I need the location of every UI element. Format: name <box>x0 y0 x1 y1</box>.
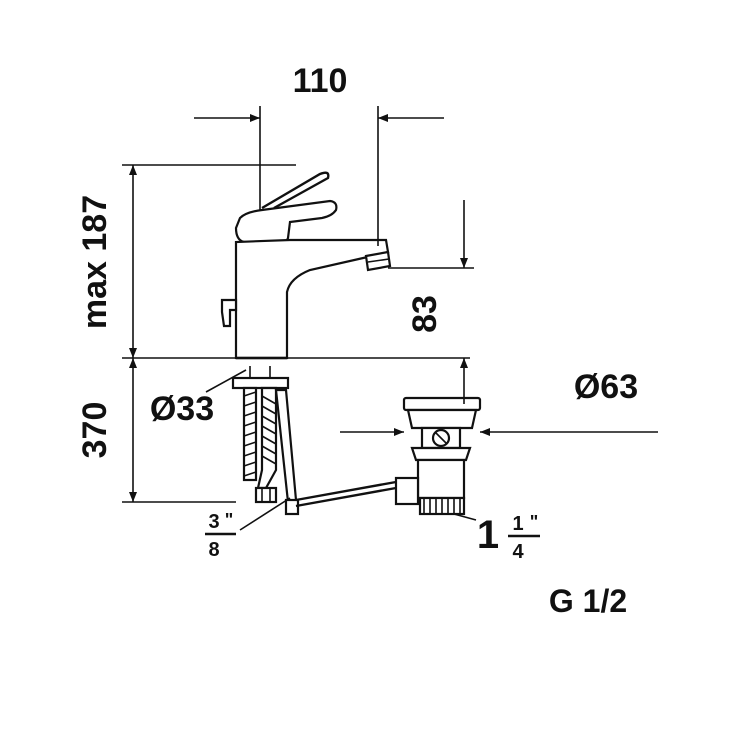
waste-flange <box>406 408 478 430</box>
fraction-3-8-numerator: 3 <box>208 511 219 533</box>
waste-fitting <box>394 396 482 521</box>
hose-thread-fraction: 3 " 8 <box>205 510 236 561</box>
dim-label-110: 110 <box>293 62 348 100</box>
lever-handle <box>234 199 338 246</box>
fixing-plate <box>231 376 290 390</box>
leader-waste-thread <box>453 513 477 521</box>
waste-cap <box>402 396 482 412</box>
connection-thread-label: G 1/2 <box>549 583 627 619</box>
waste-thread-denominator: 4 <box>512 541 524 563</box>
flex-hose-2 <box>274 388 298 504</box>
dim-label-83: 83 <box>406 295 444 333</box>
dim-label-d33: Ø33 <box>150 390 214 428</box>
dim-label-370: 370 <box>76 402 114 459</box>
hose-nut <box>254 486 278 504</box>
fraction-3-8-denominator: 8 <box>208 539 219 561</box>
aerator-detail <box>367 258 390 263</box>
waste-nut <box>410 446 472 462</box>
waste-thread-inch-mark: " <box>530 512 539 532</box>
fraction-3-8-inch-mark: " <box>225 510 234 530</box>
mounting-parts <box>231 356 397 531</box>
rod-clip <box>284 498 300 516</box>
leader-3-8 <box>239 497 291 531</box>
waste-body <box>416 458 466 500</box>
popup-rod <box>220 298 238 328</box>
dim-label-max-187: max 187 <box>76 195 114 329</box>
lever-raised-outline <box>261 171 330 210</box>
faucet-body <box>220 171 392 360</box>
linkage-rod <box>295 486 397 508</box>
waste-thread-whole: 1 <box>477 513 499 557</box>
leader-d33 <box>205 369 247 393</box>
waste-thread-size: 1 1 " 4 <box>477 512 540 563</box>
waste-thread-numerator: 1 <box>512 513 523 535</box>
waste-side-port <box>394 476 420 506</box>
dimension-lines <box>122 106 658 503</box>
dim-label-d63: Ø63 <box>574 368 638 406</box>
